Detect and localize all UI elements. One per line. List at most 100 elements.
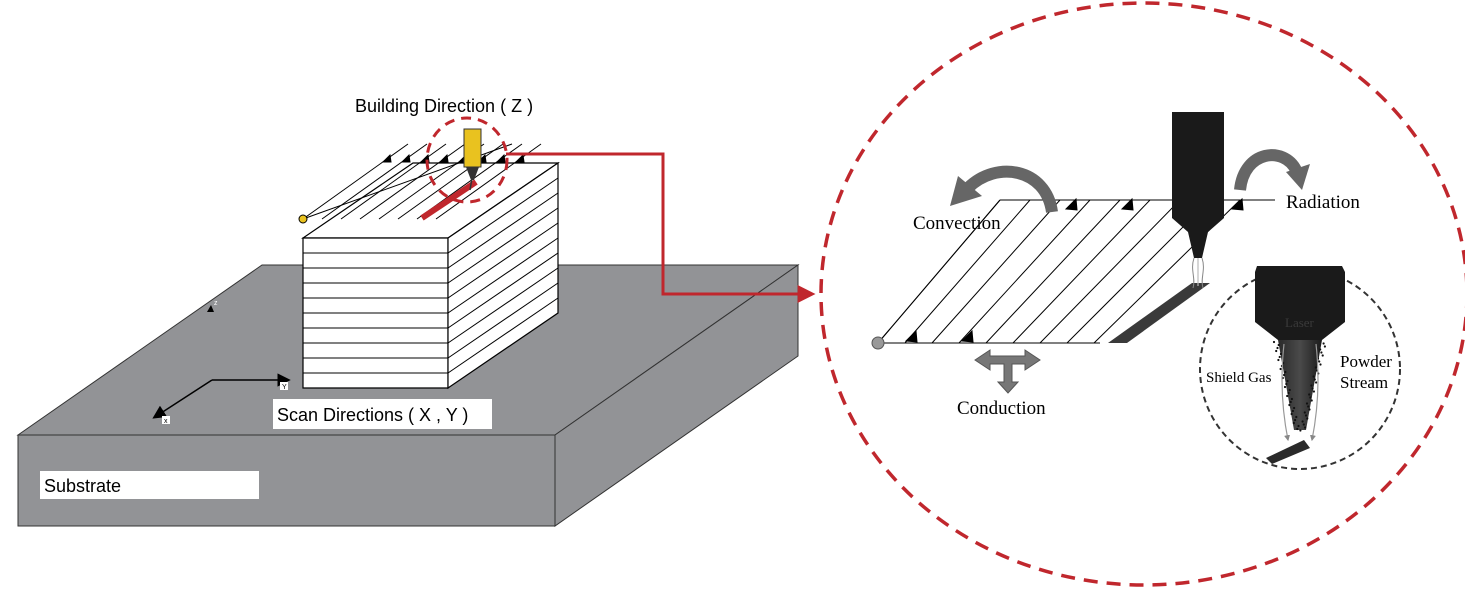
focus-circle-small [425,116,509,204]
detail-arrowhead [904,329,918,343]
part-layer-line [447,177,559,254]
detail-circle [819,1,1465,587]
detail-hatch-line [877,199,1001,344]
axis-triad: z Y x [152,300,291,425]
laser-label: Laser [1285,315,1315,330]
nozzle-large [1172,112,1224,289]
scan-arrowhead [400,153,411,163]
powder-particle [1312,390,1315,393]
nozzle-detail-inset: Laser Shield Gas Powder Stream [1199,266,1401,470]
scan-directions-label: Scan Directions ( X , Y ) [277,405,468,425]
powder-particle [1320,351,1323,354]
powder-particle [1287,391,1290,395]
powder-particle [1311,387,1314,390]
powder-particle [1308,408,1311,411]
powder-particle [1272,340,1276,344]
deposited-part [301,161,560,390]
powder-particle [1277,343,1280,347]
inset-deposited-track [1266,440,1310,464]
convection-label: Convection [913,213,1001,234]
powder-particle [1295,415,1298,419]
radiation-arrow [1234,149,1310,192]
powder-particle [1279,352,1282,356]
powder-particle [1306,417,1309,420]
powder-particle [1308,393,1311,396]
part-layer-line [447,237,559,314]
powder-particle [1285,382,1288,386]
powder-particle [1286,379,1289,383]
axis-z-label: z [214,300,218,307]
powder-particle [1279,367,1282,371]
scan-arrowhead [381,153,392,163]
powder-particle [1288,388,1291,392]
powder-particle [1322,342,1325,345]
powder-particle [1283,385,1287,389]
powder-particle [1289,400,1292,404]
nozzle-small [463,128,482,191]
powder-particle [1290,397,1293,401]
powder-particle [1321,354,1324,357]
detail-arrowhead [960,329,974,343]
powder-particle [1313,378,1316,381]
substrate-label: Substrate [44,476,121,496]
powder-particle [1275,349,1278,353]
detail-deposited-track [1108,283,1210,343]
powder-particle [1304,414,1308,417]
powder-particle [1318,360,1321,363]
zoom-connector [506,152,816,303]
axis-y-label: Y [282,384,287,391]
convection-arrow [950,165,1058,214]
powder-particle [1302,423,1305,426]
conduction-label: Conduction [957,398,1046,419]
detail-arrowhead [1120,197,1134,211]
building-direction-label: Building Direction ( Z ) [355,96,533,116]
detail-hatch-line [904,199,1031,344]
powder-particle [1310,384,1313,387]
powder-particle [1284,370,1287,374]
part-layer-line [447,252,559,329]
detail-arrowhead [1230,197,1244,211]
powder-particle [1299,429,1302,432]
detail-start-point [871,336,885,350]
powder-particle [1319,348,1322,351]
axis-x-label: x [164,418,168,425]
powder-particle [1283,373,1286,377]
powder-stream-label-line2: Stream [1340,373,1388,392]
conduction-arrow [974,349,1041,394]
radiation-label: Radiation [1286,192,1360,213]
powder-particle [1296,427,1299,431]
powder-particle [1314,366,1317,369]
powder-particle [1294,418,1297,422]
shield-gas-label: Shield Gas [1206,370,1272,386]
powder-particle [1292,421,1295,425]
powder-stream-label-line1: Powder [1340,352,1392,371]
powder-particle [1303,411,1306,414]
detail-hatch-line [931,199,1061,344]
powder-particle [1307,405,1310,408]
part-layer-line [447,267,559,344]
powder-particle [1288,403,1291,407]
detail-scan-plane [871,197,1275,350]
powder-particle [1293,406,1296,410]
detail-hatch-line [1012,199,1151,344]
part-layer-line [447,207,559,284]
powder-particle [1319,363,1322,366]
powder-particle [1304,426,1307,429]
detail-hatch-line [985,199,1121,344]
powder-particle [1297,424,1300,428]
substrate-side-face [554,264,799,527]
powder-particle [1276,346,1279,350]
powder-particle [1315,381,1318,384]
scan-start-point [298,214,308,224]
detail-hatch-line [958,199,1091,344]
powder-particle [1305,402,1309,405]
substrate-label-box [40,471,259,499]
powder-particle [1301,420,1304,423]
part-layer-line [447,297,559,374]
part-layer-line [447,192,559,269]
powder-particle [1278,355,1281,359]
part-layer-line [447,282,559,359]
scan-arrowhead [438,153,449,163]
scan-arrowhead [495,153,506,163]
